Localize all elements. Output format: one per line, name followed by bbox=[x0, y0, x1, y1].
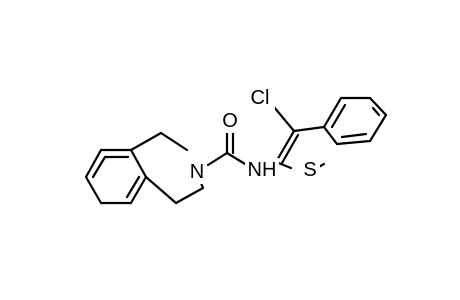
piperidine-ring bbox=[129, 131, 205, 205]
thiophene-ring bbox=[272, 105, 339, 176]
benzo-ring-left bbox=[84, 148, 148, 205]
amide-nh-label: NH bbox=[248, 159, 277, 181]
nitrogen-ring-label: N bbox=[190, 161, 204, 183]
chlorine-label: Cl bbox=[251, 87, 270, 109]
oxygen-label: O bbox=[222, 110, 238, 132]
sulfur-label: S bbox=[303, 159, 316, 181]
benzo-ring-right bbox=[322, 96, 388, 146]
